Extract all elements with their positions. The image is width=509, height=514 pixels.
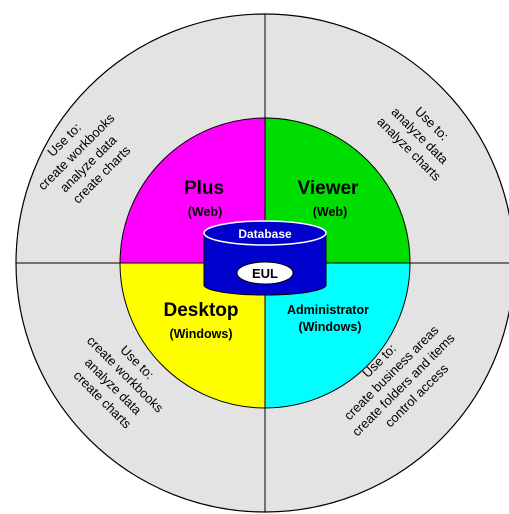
viewer-subtitle: (Web) xyxy=(313,205,348,219)
eul-label: EUL xyxy=(252,266,278,281)
desktop-subtitle: (Windows) xyxy=(169,327,232,341)
plus-title: Plus xyxy=(184,178,224,199)
viewer-title: Viewer xyxy=(298,178,360,199)
administrator-subtitle: (Windows) xyxy=(298,320,361,334)
administrator-title: Administrator xyxy=(287,303,369,317)
database-cylinder: Database EUL xyxy=(203,220,327,296)
administrator-quadrant[interactable] xyxy=(264,262,411,409)
database-label: Database xyxy=(238,227,292,241)
desktop-title: Desktop xyxy=(164,300,239,321)
desktop-quadrant[interactable] xyxy=(119,262,266,409)
eul-oval xyxy=(236,261,294,285)
database-cylinder-top xyxy=(203,220,327,246)
plus-subtitle: (Web) xyxy=(188,205,223,219)
